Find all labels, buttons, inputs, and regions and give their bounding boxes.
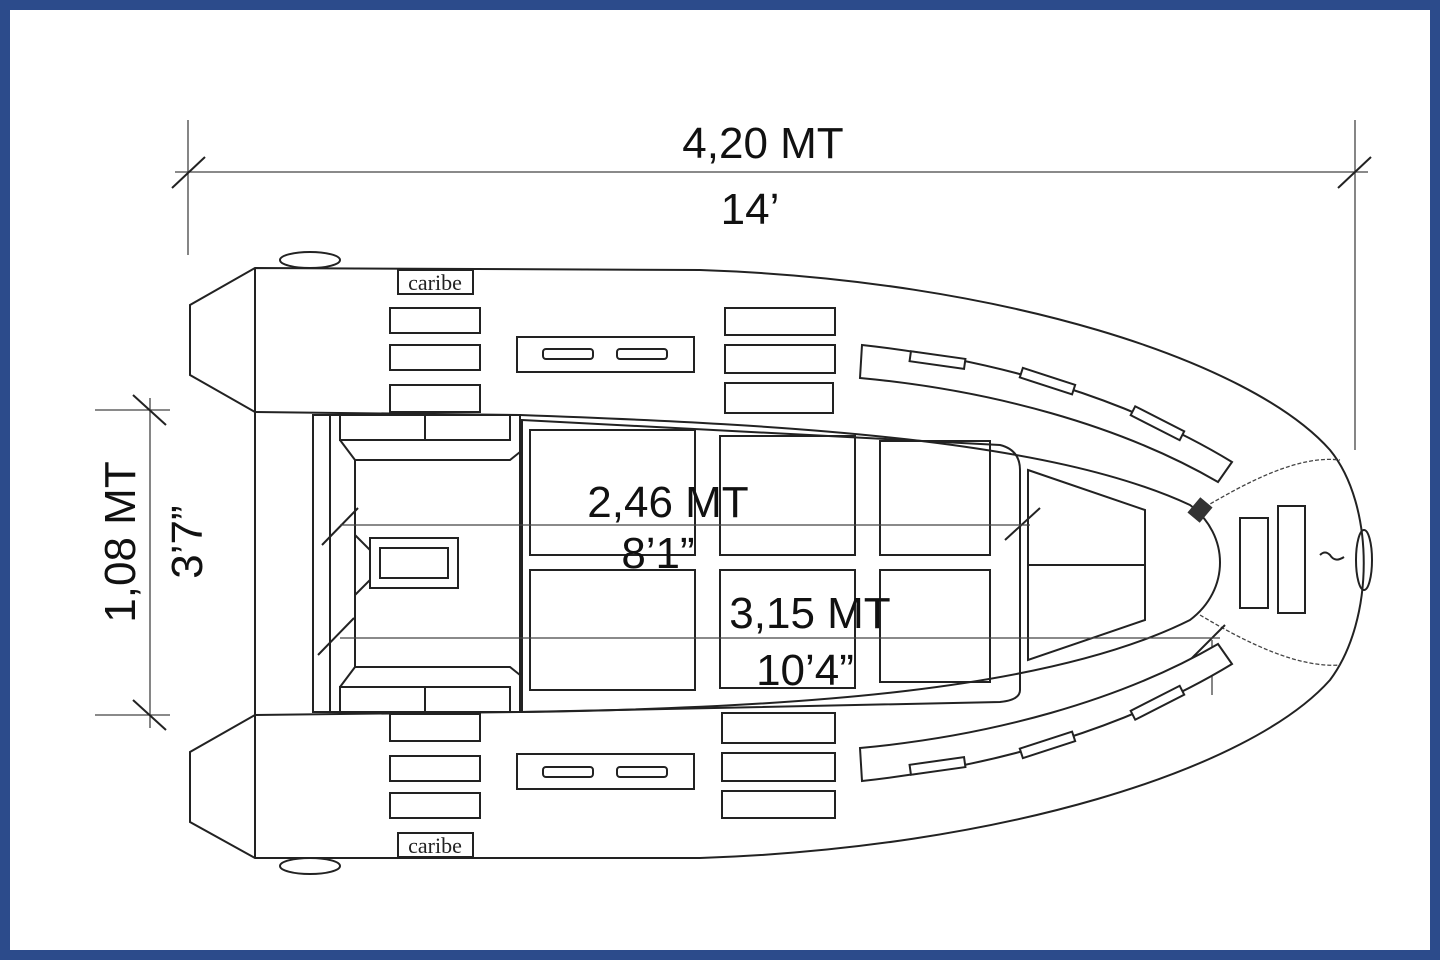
length-metric-label: 4,20 MT [682,119,843,168]
tube-pads-upper [389,307,1234,484]
length-dimension [171,120,1372,450]
svg-text:caribe: caribe [408,833,462,858]
tube-pads-lower [389,642,1234,819]
inner-length-imperial-label: 10’4” [756,646,854,695]
beam-imperial-label: 3’7” [163,505,212,578]
brand-label-top: caribe [397,269,474,295]
inner-beam-metric-label: 2,46 MT [587,478,748,527]
deck-panels [529,429,1146,691]
hull-outline [189,266,1365,859]
inner-beam-imperial-label: 8’1” [621,529,694,578]
inner-tube-line [254,411,1221,716]
inner-length-metric-label: 3,15 MT [729,589,890,638]
beam-dimension [95,394,170,731]
tow-eye-icon [1319,551,1345,561]
svg-text:caribe: caribe [408,270,462,295]
length-imperial-label: 14’ [721,185,780,234]
stern-handle-bottom [279,857,341,875]
transom [312,414,521,713]
brand-label-bottom: caribe [397,832,474,858]
stern-handle-top [279,251,341,269]
bow-handle [1355,529,1373,591]
beam-metric-label: 1,08 MT [96,461,145,622]
